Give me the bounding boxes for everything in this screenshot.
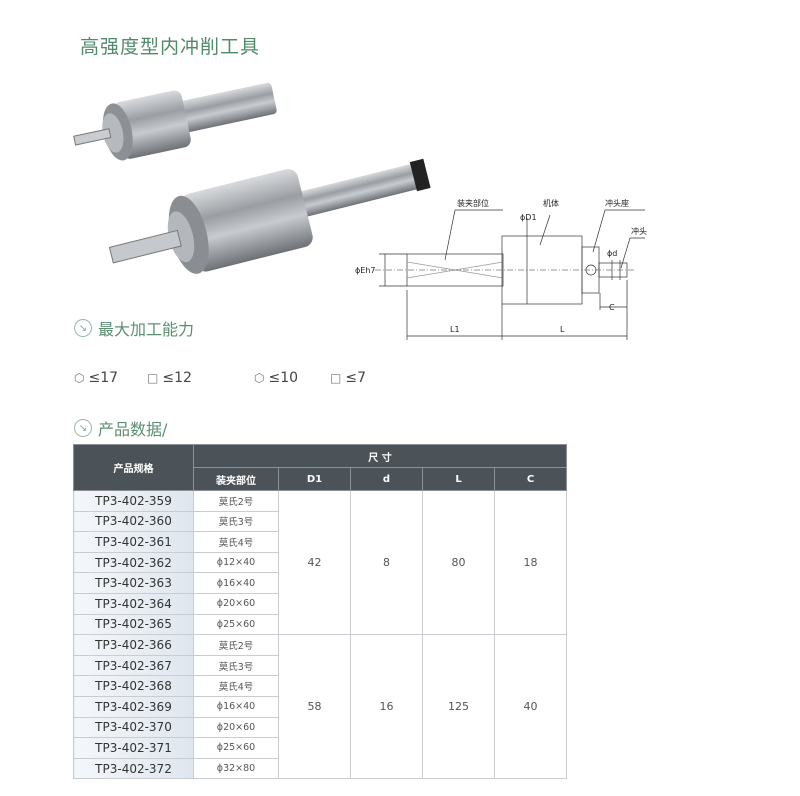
capacity-item: □≤7 (330, 370, 366, 386)
clamp-cell: ϕ12×40 (193, 551, 279, 574)
model-cell: TP3-402-368 (73, 675, 194, 697)
hexagon-icon: ⬡ (74, 371, 85, 385)
l-cell: 125 (422, 634, 495, 780)
capacity-item: ⬡≤17 (74, 370, 119, 386)
clamp-cell: 莫氏2号 (193, 490, 279, 512)
clamp-cell: 莫氏4号 (193, 675, 279, 697)
header-model: 产品规格 (73, 444, 194, 491)
clamp-cell: ϕ25×60 (193, 737, 279, 759)
page-title: 高强度型内冲削工具 (80, 36, 261, 58)
label-d1: ϕD1 (520, 213, 537, 222)
section-heading: 最大加工能力 (98, 320, 195, 339)
clamp-cell: ϕ25×60 (193, 613, 279, 636)
capacity-list: ⬡≤17 □≤12 ⬡≤10 □≤7 (74, 370, 366, 386)
model-cell: TP3-402-361 (73, 531, 194, 553)
model-cell: TP3-402-363 (73, 572, 194, 594)
label-l1: L1 (450, 325, 460, 334)
d-cell: 8 (350, 489, 423, 636)
hexagon-icon: ⬡ (254, 371, 265, 385)
c-cell: 18 (493, 489, 568, 636)
header-l: L (422, 467, 495, 491)
l-cell: 80 (422, 489, 495, 636)
d1-cell: 58 (278, 634, 351, 780)
clamp-cell: 莫氏3号 (193, 510, 279, 533)
d1-cell: 42 (278, 489, 351, 636)
header-c: C (493, 467, 568, 491)
model-cell: TP3-402-364 (73, 592, 194, 615)
c-cell: 40 (493, 634, 568, 780)
model-cell: TP3-402-366 (73, 634, 194, 656)
capacity-item: ⬡≤10 (254, 370, 299, 386)
model-cell: TP3-402-372 (73, 757, 194, 780)
clamp-cell: ϕ16×40 (193, 695, 279, 718)
arrow-circle-icon: ↘ (74, 319, 92, 337)
header-d: d (350, 467, 423, 491)
clamp-cell: ϕ20×60 (193, 716, 279, 739)
label-punch: 冲头 (631, 226, 647, 236)
d-cell: 16 (350, 634, 423, 780)
section-product-data: ↘ 产品数据/ (74, 416, 167, 440)
label-c: C (609, 303, 615, 312)
square-icon: □ (147, 371, 159, 385)
label-d: ϕd (607, 249, 617, 258)
dimension-diagram: 装夹部位 机体 冲头座 冲头 ϕD1 ϕd ϕEh7 C L1 L (355, 198, 647, 340)
header-d1: D1 (278, 467, 351, 491)
model-cell: TP3-402-367 (73, 654, 194, 677)
product-photo (73, 82, 431, 274)
clamp-cell: ϕ20×60 (193, 592, 279, 615)
header-dimensions: 尺 寸 (192, 444, 568, 468)
model-cell: TP3-402-370 (73, 716, 194, 739)
label-l: L (560, 325, 565, 334)
square-icon: □ (330, 371, 342, 385)
model-cell: TP3-402-360 (73, 510, 194, 533)
model-cell: TP3-402-369 (73, 695, 194, 718)
model-cell: TP3-402-371 (73, 737, 194, 759)
model-cell: TP3-402-359 (73, 490, 194, 512)
clamp-cell: ϕ32×80 (193, 757, 279, 780)
capacity-item: □≤12 (147, 370, 192, 386)
clamp-cell: 莫氏3号 (193, 654, 279, 677)
clamp-cell: 莫氏2号 (193, 634, 279, 656)
arrow-circle-icon: ↘ (74, 419, 92, 437)
section-heading: 产品数据/ (98, 420, 168, 439)
header-clamp: 装夹部位 (193, 467, 279, 491)
label-punch-seat: 冲头座 (605, 198, 629, 208)
model-cell: TP3-402-365 (73, 613, 194, 636)
clamp-cell: ϕ16×40 (193, 572, 279, 594)
clamp-cell: 莫氏4号 (193, 531, 279, 553)
section-capacity: ↘ 最大加工能力 (74, 316, 194, 340)
label-body: 机体 (543, 198, 559, 208)
label-clamp: 装夹部位 (457, 198, 489, 208)
label-eh7: ϕEh7 (355, 266, 376, 275)
model-cell: TP3-402-362 (73, 551, 194, 574)
